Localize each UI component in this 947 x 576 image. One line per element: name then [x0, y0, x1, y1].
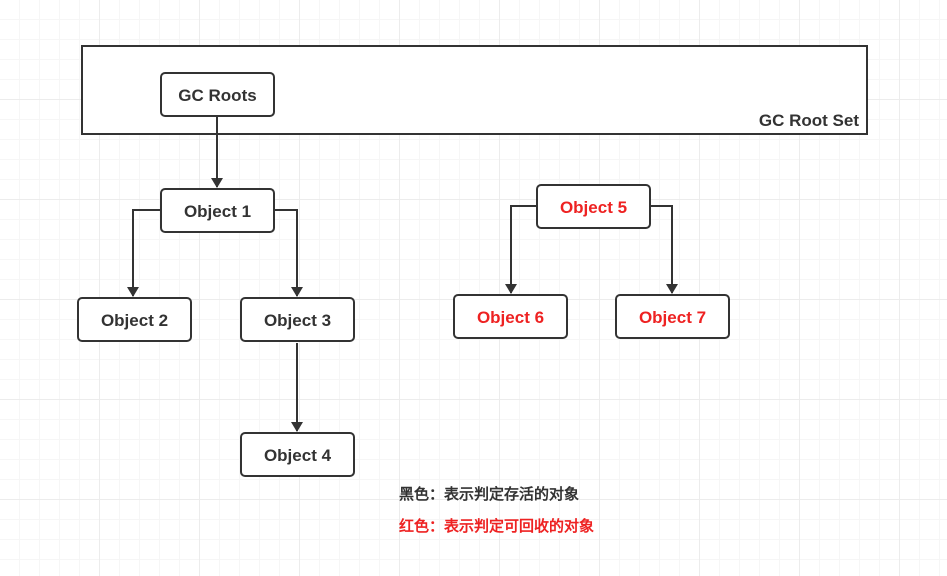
edge-object1-to-object3: [274, 209, 303, 297]
legend-collectable: 红色：表示判定可回收的对象: [399, 517, 595, 535]
node-object7-label: Object 7: [639, 308, 706, 327]
edge-object1-to-object2: [127, 209, 161, 297]
node-object2: Object 2: [77, 297, 192, 342]
node-gc-roots-label: GC Roots: [178, 86, 256, 105]
node-object4-label: Object 4: [264, 446, 332, 465]
node-object2-label: Object 2: [101, 311, 168, 330]
node-object3: Object 3: [240, 297, 355, 342]
node-object5-label: Object 5: [560, 198, 627, 217]
node-object5: Object 5: [536, 184, 651, 229]
legend-alive: 黑色：表示判定存活的对象: [399, 485, 580, 503]
edge-object5-to-object7: [650, 205, 678, 294]
node-object1-label: Object 1: [184, 202, 251, 221]
node-gc-roots: GC Roots: [160, 72, 275, 117]
node-object7: Object 7: [615, 294, 730, 339]
node-object3-label: Object 3: [264, 311, 331, 330]
node-object6: Object 6: [453, 294, 568, 339]
node-object4: Object 4: [240, 432, 355, 477]
node-object1: Object 1: [160, 188, 275, 233]
gc-root-set-label: GC Root Set: [759, 111, 859, 130]
node-object6-label: Object 6: [477, 308, 544, 327]
edge-object5-to-object6: [505, 205, 537, 294]
edges: [127, 116, 678, 432]
